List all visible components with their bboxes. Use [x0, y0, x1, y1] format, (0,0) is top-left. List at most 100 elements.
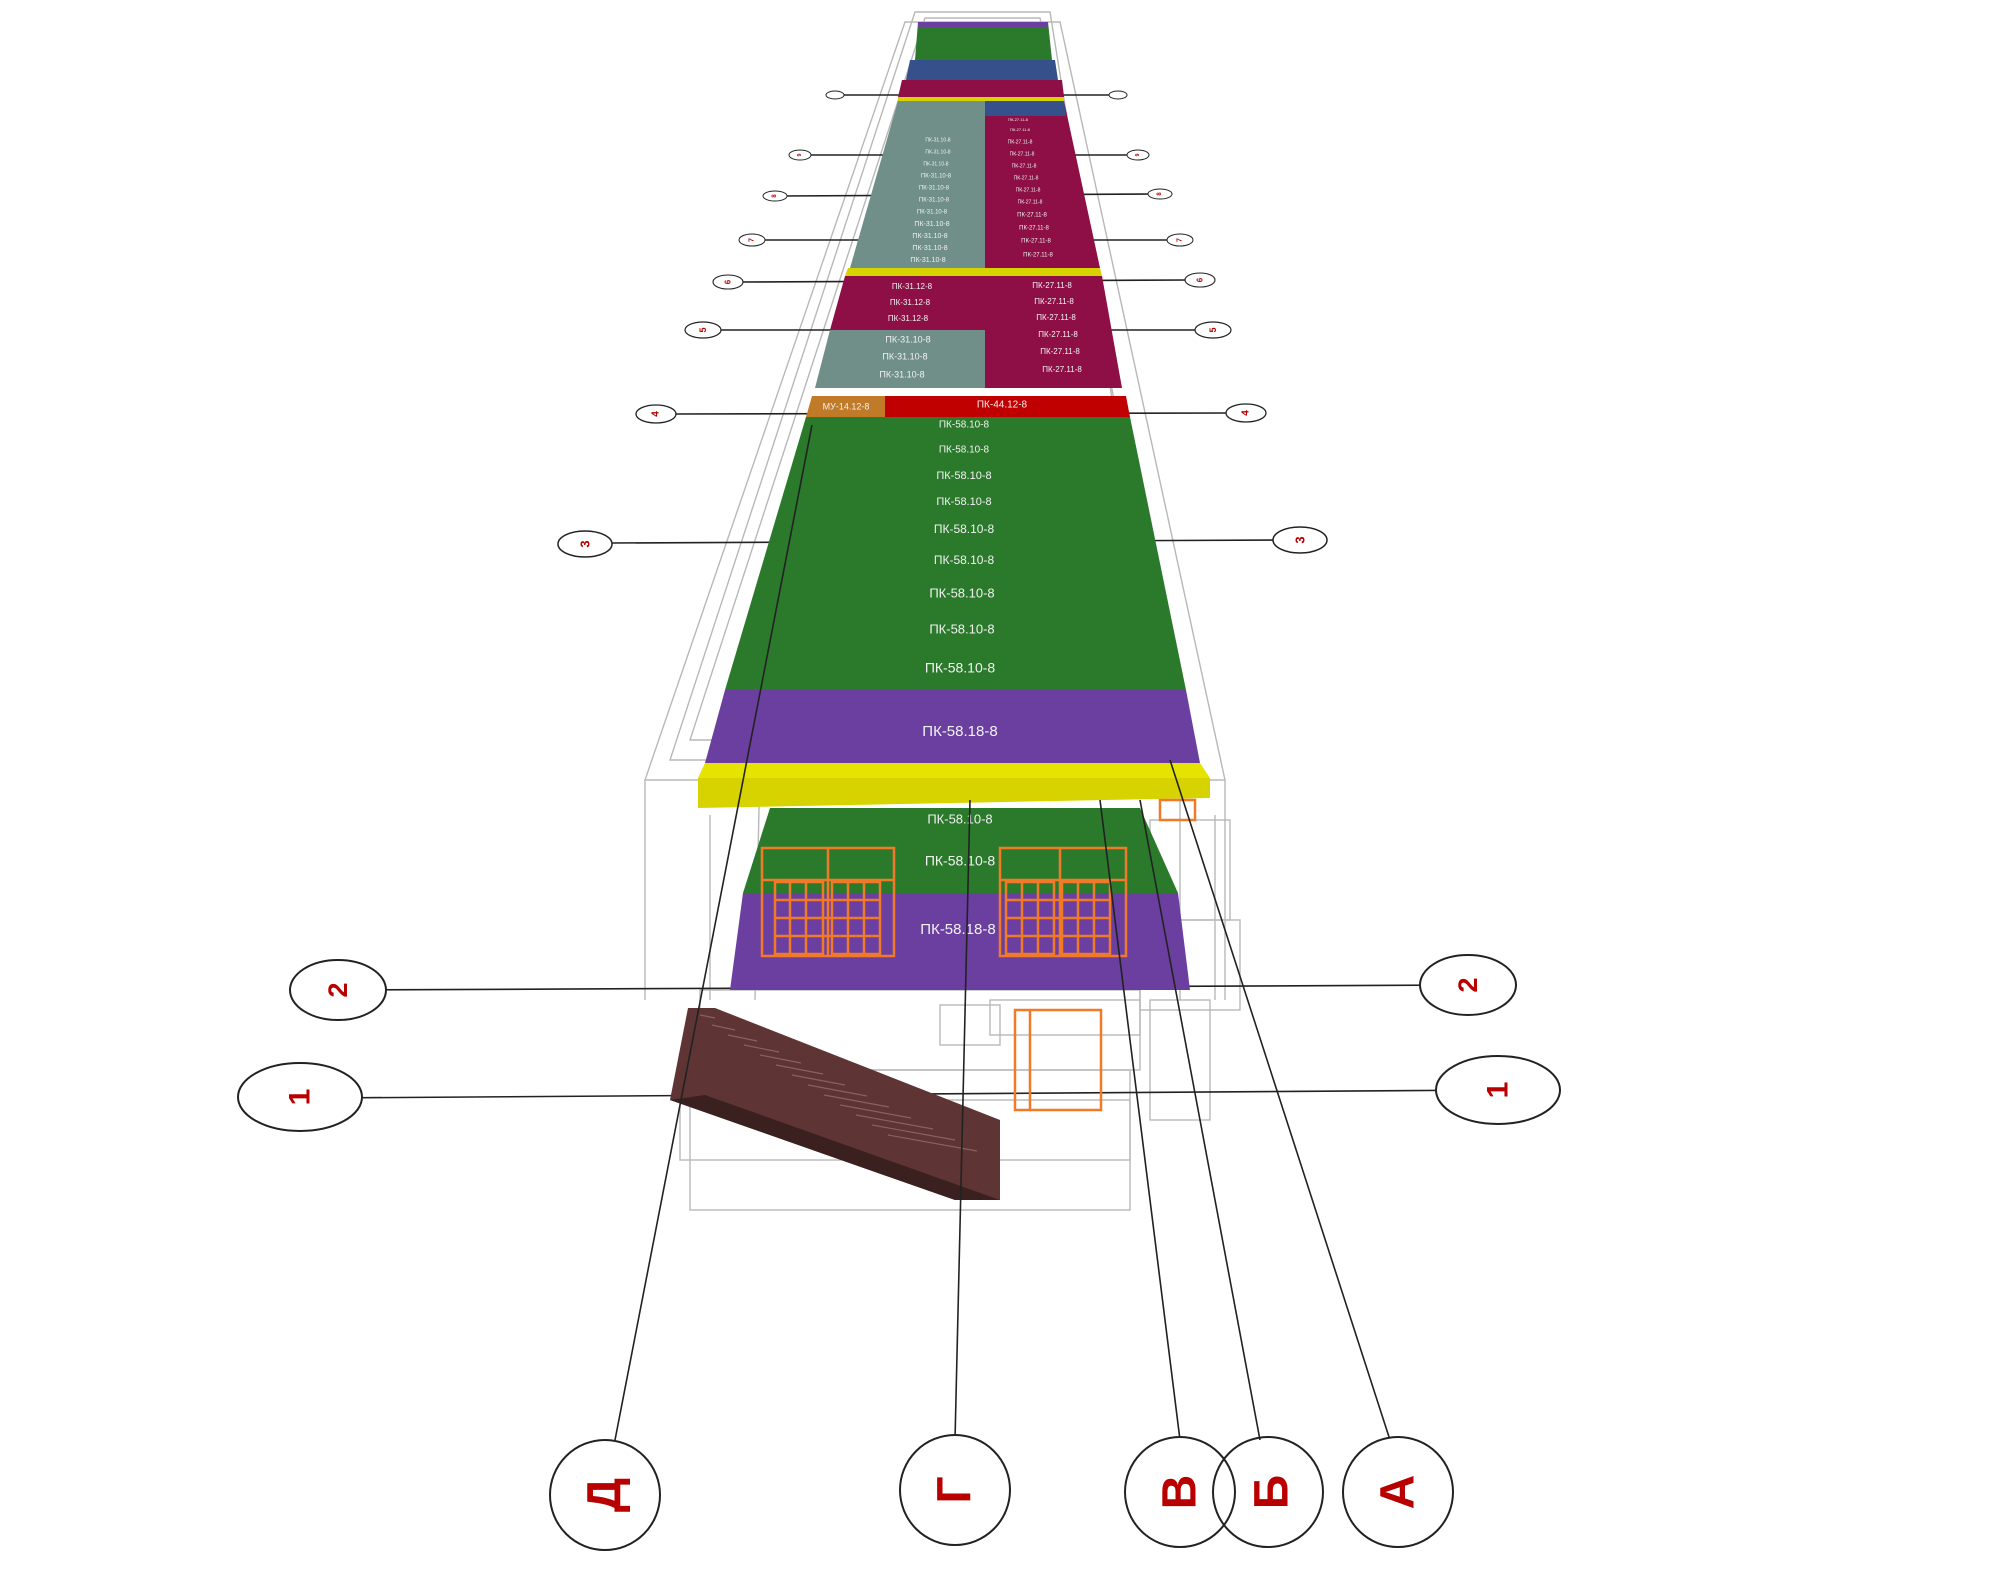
label-left-gray-3: ПК-31.10-8 [879, 369, 924, 379]
window-right [998, 846, 1128, 958]
label-roof-green-4: ПК-58.10-8 [936, 496, 991, 508]
label-left-gray-upper-6: ПК-31.10-8 [919, 198, 950, 204]
label-right-crimson-17: ПК-27.11-8 [1010, 127, 1031, 132]
label-left-gray-upper-10: ПК-31.10-8 [925, 149, 950, 155]
stair-tread [807, 1084, 868, 1097]
axis-bubble-b [1212, 1436, 1324, 1548]
axis-bubble-7-left [738, 233, 766, 247]
axis-bubble-d [549, 1439, 661, 1551]
axis-bubble-3-left [557, 530, 613, 558]
label-right-crimson-16: ПК-27.11-8 [1008, 139, 1033, 145]
stair-tread [855, 1114, 934, 1130]
label-right-crimson-9: ПК-27.11-8 [1019, 226, 1049, 232]
roof-slab-stack [698, 22, 1210, 990]
slab-crimson-right-lower [985, 276, 1122, 388]
label-right-crimson-8: ПК-27.11-8 [1021, 239, 1051, 245]
slab-top-yellow [898, 97, 1064, 101]
axis-bubble-4-right [1225, 403, 1267, 423]
axis-bubble-10-left [825, 90, 845, 100]
label-right-crimson-5: ПК-27.11-8 [1040, 347, 1080, 356]
label-left-gray-1: ПК-31.10-8 [885, 334, 930, 344]
window-left [760, 846, 896, 958]
slab-crimson-left [830, 276, 985, 330]
label-roof-green-3: ПК-58.10-8 [936, 470, 991, 482]
axis-label-9-left: 9 [797, 153, 803, 156]
axis-label-8-right: 8 [1157, 192, 1163, 196]
axis-label-g: Г [929, 1476, 982, 1503]
axis-bubble-3-right [1272, 526, 1328, 554]
stair-tread [699, 1014, 716, 1019]
slab-crimson-right-upper [985, 101, 1100, 268]
slab-blue-right [985, 101, 1066, 116]
grid-line-letter-g [954, 799, 971, 1441]
slab-eave-yellow [698, 778, 1210, 808]
label-floor-green-2: ПК-58.10-8 [925, 853, 996, 869]
stair-tread [791, 1074, 846, 1086]
wireframe-box [1149, 999, 1211, 1121]
label-roof-green-9: ПК-58.10-8 [925, 660, 996, 676]
axis-label-1-right: 1 [1482, 1082, 1515, 1099]
label-left-gray-upper-1: ПК-31.10-8 [910, 257, 945, 264]
axis-label-2-right: 2 [1453, 977, 1483, 992]
label-roof-green-6: ПК-58.10-8 [934, 553, 995, 567]
label-roof-green-2: ПК-58.10-8 [939, 445, 990, 456]
stair-body [670, 1008, 1000, 1200]
axis-label-v: В [1154, 1475, 1207, 1510]
axis-bubble-10-right [1108, 90, 1128, 100]
grid-line-letter-a [1169, 759, 1391, 1441]
stair-tread [743, 1044, 780, 1053]
grid-lines-letters [614, 424, 1391, 1441]
axis-label-1-left: 1 [284, 1089, 317, 1106]
axis-label-8-left: 8 [772, 194, 778, 198]
axis-label-9-right: 9 [1135, 153, 1141, 156]
stair-tread [711, 1024, 736, 1031]
window-small [1158, 798, 1197, 822]
label-roof-green-7: ПК-58.10-8 [929, 585, 994, 600]
axis-label-2-left: 2 [323, 982, 353, 997]
axis-bubble-v [1124, 1436, 1236, 1548]
axis-label-5-left: 5 [698, 327, 708, 332]
label-left-gray-upper-2: ПК-31.10-8 [912, 245, 947, 252]
axis-label-3-right: 3 [1293, 536, 1308, 543]
label-right-crimson-10: ПК-27.11-8 [1017, 213, 1047, 219]
axis-label-a: А [1372, 1475, 1425, 1510]
axis-label-b: Б [1246, 1475, 1299, 1510]
label-left-gray-upper-5: ПК-31.10-8 [917, 210, 948, 216]
stair-tread [727, 1034, 758, 1042]
axis-bubble-5-left [684, 321, 722, 339]
grid-line-letter-d [614, 424, 813, 1441]
axis-label-d: Д [579, 1478, 632, 1512]
slab-top-green [915, 22, 1052, 60]
slab-red-band-right [885, 396, 1130, 417]
label-right-crimson-3: ПК-27.11-8 [1036, 313, 1076, 322]
axis-bubble-7-right [1166, 233, 1194, 247]
label-left-gray-upper-4: ПК-31.10-8 [914, 221, 949, 228]
grid-line-letter-v [1099, 799, 1181, 1441]
label-left-crimson-3: ПК-31.12-8 [888, 314, 929, 323]
stair-treads [699, 1014, 978, 1152]
axis-bubble-6-right [1184, 272, 1216, 288]
label-right-crimson-13: ПК-27.11-8 [1014, 175, 1039, 181]
stair-tread [839, 1104, 912, 1119]
label-right-crimson-12: ПК-27.11-8 [1016, 187, 1041, 193]
slab-top-purple [918, 22, 1048, 27]
axis-bubble-8-right [1147, 188, 1173, 200]
stair-tread [759, 1054, 802, 1064]
label-left-gray-upper-8: ПК-31.10-8 [921, 174, 952, 180]
axis-bubble-9-left [788, 149, 812, 161]
label-left-gray-upper-3: ПК-31.10-8 [912, 233, 947, 240]
slab-red-band-left [806, 396, 885, 417]
axis-bubbles-letters: Д Г В Б А [549, 1434, 1454, 1551]
stair-tread [775, 1064, 824, 1075]
axis-label-3-left: 3 [578, 540, 593, 547]
label-red-band-right: ПК-44.12-8 [977, 400, 1028, 411]
axis-bubbles-numbers: 1 1 2 2 3 3 4 4 5 5 6 6 7 7 8 8 9 9 [237, 90, 1561, 1132]
slab-eave-yellow-top [698, 763, 1210, 778]
axis-bubble-2-left [289, 959, 387, 1021]
slab-roof-green [725, 417, 1186, 690]
label-roof-purple: ПК-58.18-8 [922, 723, 997, 740]
label-right-crimson-1: ПК-27.11-8 [1032, 281, 1072, 290]
wireframe-box [939, 1004, 1001, 1046]
